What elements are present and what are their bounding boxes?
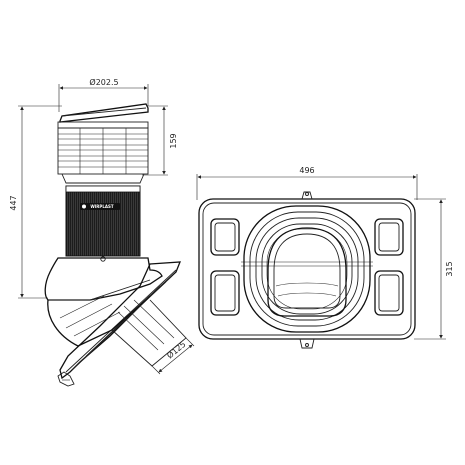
dimension-label-base-width: 496 (299, 166, 314, 175)
vent-cap (57, 103, 149, 129)
dimension-pipe-diameter: Ø125 (151, 337, 195, 375)
dimension-total-height: 447 (9, 105, 62, 299)
vent-body: WIRPLAST (65, 185, 141, 262)
dimension-top-diameter: Ø202.5 (58, 77, 149, 112)
slots-right (374, 218, 404, 316)
side-view: Ø202.5 159 447 (9, 77, 195, 387)
dimension-cap-height: 159 (142, 105, 178, 176)
dimension-label-cap-height: 159 (169, 133, 178, 148)
dimension-label-pipe-diameter: Ø125 (165, 339, 188, 361)
slots-left (210, 218, 240, 316)
flange-rings (243, 205, 371, 333)
dimension-label-top-diameter: Ø202.5 (89, 77, 118, 87)
dimension-label-base-height: 315 (445, 261, 454, 276)
center-opening (267, 227, 347, 317)
dimension-base-height: 315 (414, 198, 454, 340)
hanger-top (301, 191, 313, 200)
vent-dome (44, 257, 163, 301)
dimension-label-total-height: 447 (9, 195, 18, 210)
hanger-bottom (299, 338, 315, 349)
base-plate (198, 198, 416, 340)
brand-logo: WIRPLAST (90, 204, 113, 209)
roof-flashing (57, 261, 181, 387)
top-view: 496 315 (196, 166, 454, 349)
dimension-base-width: 496 (196, 166, 418, 200)
vent-louvers (57, 127, 149, 184)
